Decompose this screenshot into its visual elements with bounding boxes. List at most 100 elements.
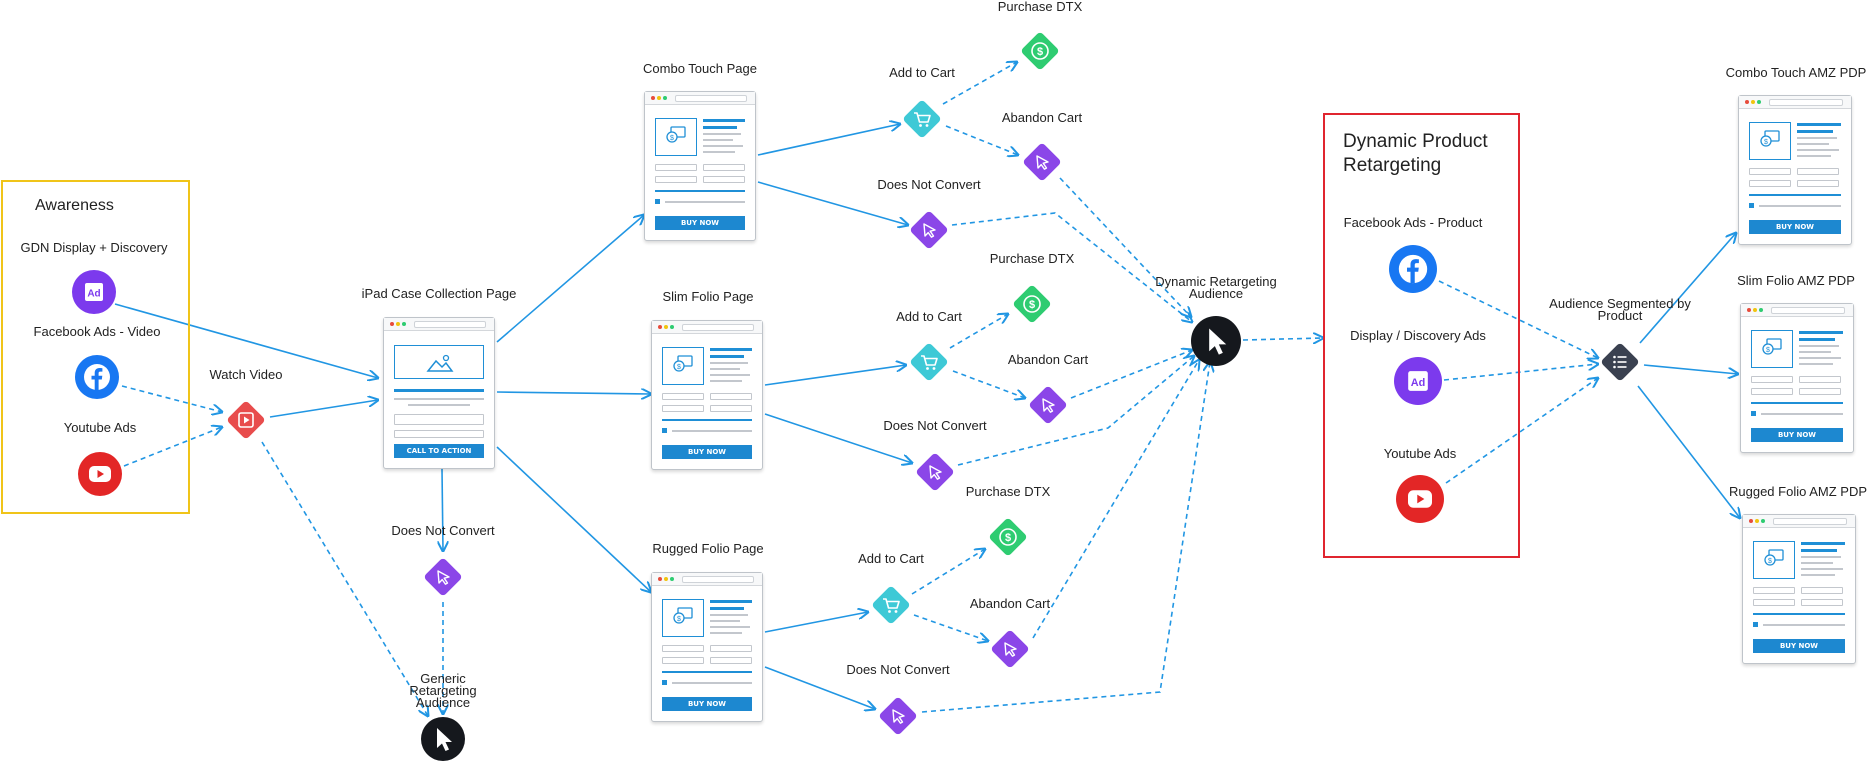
buy-now-button[interactable]: BUY NOW: [1753, 639, 1845, 653]
connector-arrow: [496, 215, 644, 343]
connector-arrow: [945, 125, 1018, 155]
connector-arrow: [757, 124, 900, 156]
buy-now-button[interactable]: BUY NOW: [655, 216, 745, 230]
connector-arrow: [764, 612, 868, 633]
rugged-folio-amz-title: Rugged Folio AMZ PDP: [1728, 484, 1868, 499]
connector-arrow: [1242, 338, 1323, 340]
generic-audience-cursor-icon[interactable]: [421, 717, 465, 761]
connector-arrow: [1445, 378, 1598, 484]
facebook-video-label: Facebook Ads - Video: [33, 324, 161, 339]
combo-touch-amz-page[interactable]: $ BUY NOW: [1738, 95, 1852, 245]
svg-text:$: $: [1766, 347, 1770, 354]
svg-text:$: $: [1768, 558, 1772, 565]
connector-arrow: [1438, 280, 1598, 358]
svg-text:$: $: [1005, 532, 1011, 544]
buy-now-button[interactable]: BUY NOW: [662, 445, 752, 459]
rugged-folio-amz-page[interactable]: $ BUY NOW: [1742, 514, 1856, 664]
connector-arrow: [269, 400, 378, 418]
facebook-product-label: Facebook Ads - Product: [1343, 215, 1483, 230]
connector-arrow: [1443, 364, 1598, 381]
purchase-dtx-icon[interactable]: $: [1010, 282, 1054, 326]
abandon-cart-icon[interactable]: [1026, 383, 1070, 427]
connector-arrow: [114, 303, 378, 378]
youtube-icon[interactable]: [1396, 475, 1444, 523]
connector-arrow: [1639, 233, 1736, 344]
gdn-ad-icon[interactable]: Ad: [72, 270, 116, 314]
collection-page[interactable]: CALL TO ACTION: [383, 317, 495, 469]
combo-touch-page[interactable]: $ BUY NOW: [644, 91, 756, 241]
connector-arrow: [496, 446, 651, 592]
awareness-title: Awareness: [35, 197, 114, 214]
connector-arrow: [921, 362, 1210, 713]
add-to-cart-label: Add to Cart: [896, 309, 962, 324]
awareness-box: [1, 180, 190, 514]
abandon-cart-label: Abandon Cart: [1007, 352, 1089, 367]
svg-text:Ad: Ad: [1411, 377, 1426, 389]
display-ad-icon[interactable]: Ad: [1394, 357, 1442, 405]
connector-arrow: [951, 212, 1192, 322]
abandon-cart-label: Abandon Cart: [1001, 110, 1083, 125]
abandon-cart-icon[interactable]: [988, 627, 1032, 671]
svg-text:$: $: [677, 616, 681, 623]
dynamic-audience-cursor-icon[interactable]: [1191, 316, 1241, 366]
connector-arrow: [496, 392, 651, 394]
connector-arrow: [1070, 350, 1192, 399]
connector-arrow: [1643, 364, 1738, 374]
abandon-cart-label: Abandon Cart: [969, 596, 1051, 611]
purchase-dtx-label: Purchase DTX: [989, 251, 1075, 266]
youtube-label: Youtube Ads: [1383, 446, 1457, 461]
combo-touch-page-title: Combo Touch Page: [643, 61, 757, 76]
purchase-dtx-icon[interactable]: $: [986, 515, 1030, 559]
abandon-cart-icon[interactable]: [1020, 140, 1064, 184]
add-to-cart-label: Add to Cart: [858, 551, 924, 566]
connector-arrow: [764, 413, 912, 463]
add-to-cart-icon[interactable]: [869, 583, 913, 627]
add-to-cart-icon[interactable]: [900, 97, 944, 141]
connector-arrow: [764, 365, 906, 386]
audience-segmented-list-icon[interactable]: [1598, 340, 1642, 384]
collection-not-convert-icon[interactable]: [421, 555, 465, 599]
svg-text:Ad: Ad: [87, 289, 100, 300]
buy-now-button[interactable]: BUY NOW: [1751, 428, 1843, 442]
display-discovery-label: Display / Discovery Ads: [1350, 328, 1486, 343]
purchase-dtx-icon[interactable]: $: [1018, 29, 1062, 73]
audience-segmented-label: Audience Segmented by Product: [1549, 296, 1691, 323]
buy-now-button[interactable]: BUY NOW: [1749, 220, 1841, 234]
connector-arrow: [757, 181, 908, 225]
youtube-label: Youtube Ads: [63, 420, 137, 435]
add-to-cart-label: Add to Cart: [889, 65, 955, 80]
video-play-icon[interactable]: [224, 398, 268, 442]
dynamic-retargeting-title: Dynamic Product Retargeting: [1343, 131, 1488, 176]
does-not-convert-label: Does Not Convert: [846, 662, 950, 677]
youtube-icon[interactable]: [78, 452, 122, 496]
facebook-icon[interactable]: [1389, 245, 1437, 293]
collection-page-title: iPad Case Collection Page: [361, 286, 517, 301]
dynamic-retargeting-box: [1323, 113, 1520, 558]
add-to-cart-icon[interactable]: [907, 340, 951, 384]
does-not-convert-icon[interactable]: [913, 450, 957, 494]
facebook-icon[interactable]: [75, 355, 119, 399]
generic-audience-label: Generic Retargeting Audience: [409, 671, 477, 710]
connector-arrow: [1059, 177, 1191, 317]
connector-arrow: [764, 666, 875, 709]
call-to-action-button[interactable]: CALL TO ACTION: [394, 444, 484, 458]
does-not-convert-icon[interactable]: [876, 694, 920, 738]
purchase-dtx-label: Purchase DTX: [997, 0, 1083, 14]
connector-arrow: [1637, 385, 1740, 518]
connector-arrow: [949, 314, 1008, 349]
does-not-convert-icon[interactable]: [907, 208, 951, 252]
connector-arrow: [913, 614, 988, 641]
connector-arrow: [957, 356, 1194, 466]
slim-folio-page-title: Slim Folio Page: [662, 289, 754, 304]
slim-folio-page[interactable]: $ BUY NOW: [651, 320, 763, 470]
dynamic-audience-label: Dynamic Retargeting Audience: [1155, 274, 1277, 301]
rugged-folio-page[interactable]: $ BUY NOW: [651, 572, 763, 722]
connector-arrow: [442, 468, 443, 551]
slim-folio-amz-page[interactable]: $ BUY NOW: [1740, 303, 1854, 453]
connector-arrow: [952, 370, 1025, 398]
svg-text:$: $: [1764, 139, 1768, 146]
svg-text:$: $: [670, 135, 674, 142]
buy-now-button[interactable]: BUY NOW: [662, 697, 752, 711]
does-not-convert-label: Does Not Convert: [883, 418, 987, 433]
